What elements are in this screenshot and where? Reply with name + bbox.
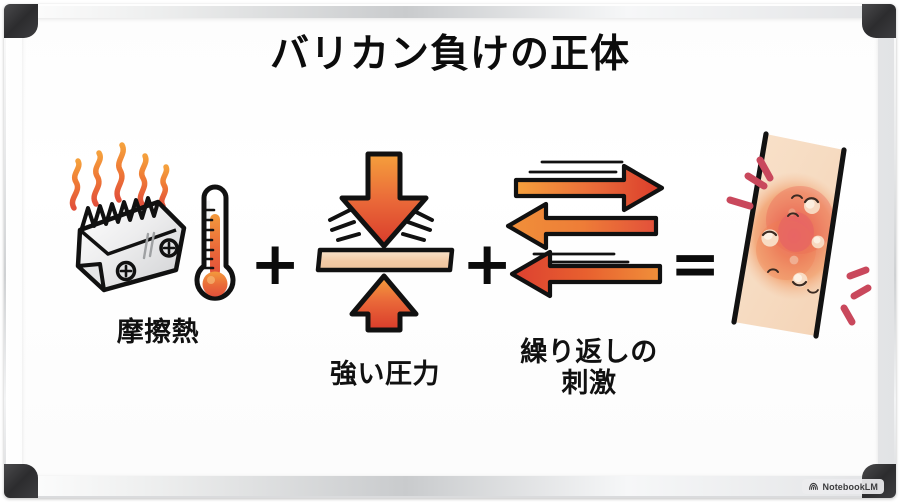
page-title: バリカン負けの正体 bbox=[269, 32, 630, 77]
term-strong-pressure: 強い圧力 bbox=[290, 151, 480, 391]
frame-corner-bottom-left bbox=[4, 464, 38, 498]
term-friction-heat: 摩擦熱 bbox=[58, 134, 258, 349]
clipper-blade-icon bbox=[64, 186, 194, 296]
frame-corner-top-left bbox=[4, 4, 38, 38]
equation-row: 摩擦熱 + bbox=[22, 126, 878, 450]
term-repeated-stimulation: 繰り返しの 刺激 bbox=[494, 144, 684, 400]
repeat-arrows-group bbox=[494, 154, 684, 304]
notebooklm-watermark: NotebookLM bbox=[801, 479, 884, 494]
friction-heat-art bbox=[58, 134, 258, 314]
notebooklm-watermark-label: NotebookLM bbox=[822, 481, 878, 492]
thermometer-icon bbox=[180, 180, 250, 310]
irritated-skin-icon bbox=[708, 131, 878, 339]
term-caption-strong-pressure: 強い圧力 bbox=[330, 359, 440, 390]
heat-wave-icon bbox=[66, 134, 186, 214]
pressure-arrows-group bbox=[304, 151, 468, 333]
strong-pressure-art bbox=[290, 151, 480, 334]
notebooklm-icon bbox=[808, 481, 819, 492]
operator-equals: = bbox=[670, 229, 721, 299]
whiteboard-surface: バリカン負けの正体 bbox=[22, 18, 878, 476]
irritated-skin-art bbox=[700, 131, 878, 339]
operator-plus-2: + bbox=[462, 229, 513, 299]
operator-plus-1: + bbox=[250, 229, 301, 299]
pain-burst-icon bbox=[726, 156, 872, 326]
repeated-stimulation-art bbox=[494, 144, 684, 324]
term-irritated-skin bbox=[700, 131, 878, 339]
term-caption-friction-heat: 摩擦熱 bbox=[116, 317, 200, 348]
term-caption-repeated-stimulation: 繰り返しの 刺激 bbox=[520, 337, 658, 399]
frame-corner-top-right bbox=[862, 4, 896, 38]
